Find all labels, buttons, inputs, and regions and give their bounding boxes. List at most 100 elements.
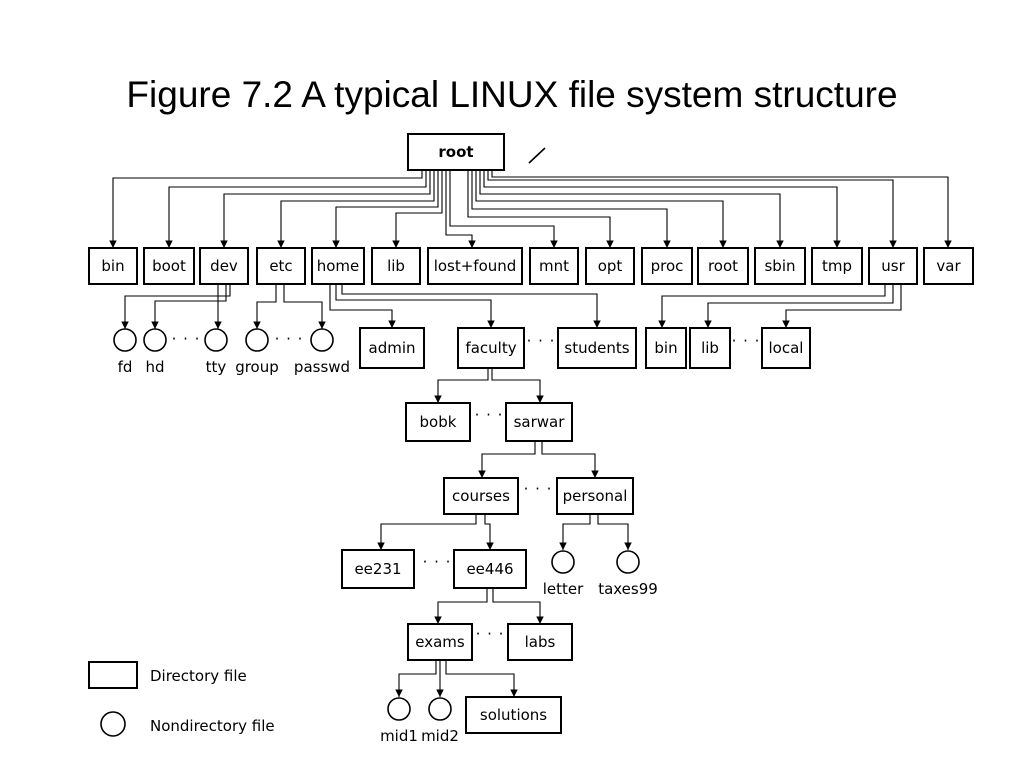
label-boot: boot: [152, 257, 186, 275]
edge-root-root2: [475, 170, 727, 248]
directory-box: [645, 327, 687, 369]
legend-directory-label: Directory file: [150, 667, 247, 685]
label-faculty: faculty: [465, 339, 516, 357]
ellipsis-2: · · ·: [527, 332, 556, 350]
label-hd: hd: [145, 358, 164, 376]
node-usr: usr: [868, 247, 918, 285]
node-passwd: passwd: [294, 328, 350, 376]
edge-root-dev: [220, 170, 431, 248]
directory-box: [359, 327, 425, 369]
node-sarwar: sarwar: [505, 402, 573, 442]
directory-box: [256, 247, 306, 285]
edge-usr-lib: [704, 284, 894, 328]
edge-root-sbin: [479, 170, 784, 248]
directory-box: [143, 247, 195, 285]
edge-dev-fd: [121, 284, 231, 329]
node-fd: fd: [113, 328, 137, 376]
node-opt: opt: [585, 247, 635, 285]
ellipsis-5: · · ·: [524, 480, 553, 498]
label-exams: exams: [415, 633, 465, 651]
node-bobk: bobk: [405, 402, 471, 442]
directory-box: [443, 477, 519, 515]
node-ee446: ee446: [453, 549, 527, 589]
edge-courses-ee231: [377, 514, 477, 550]
edge-root-home: [332, 170, 439, 248]
edge-root-opt: [467, 170, 614, 248]
node-lost_found: lost+found: [427, 247, 523, 285]
node-group: group: [235, 328, 279, 376]
label-mnt: mnt: [539, 257, 569, 275]
edge-etc-group: [253, 284, 277, 329]
edge-root-bin: [109, 170, 423, 248]
label-lost_found: lost+found: [434, 257, 517, 275]
ellipsis-4: · · ·: [475, 406, 504, 424]
node-mid2: mid2: [421, 697, 459, 745]
edge-sarwar-courses: [478, 441, 536, 478]
directory-box: [811, 247, 863, 285]
node-mid1: mid1: [380, 697, 418, 745]
file-circle: [245, 328, 269, 352]
label-mid2: mid2: [421, 727, 459, 745]
file-circle: [204, 328, 228, 352]
label-ee231: ee231: [354, 560, 401, 578]
node-lib: lib: [371, 247, 421, 285]
label-usr_lib: lib: [701, 339, 719, 357]
node-personal: personal: [556, 477, 634, 515]
ellipsis-1: · · ·: [275, 330, 304, 348]
label-lib: lib: [387, 257, 405, 275]
directory-box: [407, 623, 473, 661]
ellipsis-6: · · ·: [423, 553, 452, 571]
node-taxes99: taxes99: [598, 550, 658, 598]
edge-home-admin: [329, 284, 396, 328]
node-admin: admin: [359, 327, 425, 369]
directory-box: [427, 247, 523, 285]
node-letter: letter: [543, 550, 584, 598]
node-tmp: tmp: [811, 247, 863, 285]
tree-decor: · · ·· · ·· · ·· · ·· · ·· · ·· · ·· · ·…: [88, 147, 759, 737]
directory-box: [199, 247, 249, 285]
directory-box: [405, 402, 471, 442]
directory-box: [585, 247, 635, 285]
node-root2: root: [697, 247, 749, 285]
legend-directory-icon: [88, 661, 138, 689]
edge-dev-hd: [151, 284, 227, 329]
directory-box: [689, 327, 731, 369]
node-boot: boot: [143, 247, 195, 285]
label-tty: tty: [206, 358, 227, 376]
ellipsis-0: · · ·: [172, 330, 201, 348]
file-circle: [310, 328, 334, 352]
edge-home-students: [341, 284, 601, 328]
node-labs: labs: [507, 623, 573, 661]
node-root: root: [407, 133, 505, 171]
edge-usr-local: [782, 284, 902, 328]
edge-root-lost_found: [445, 170, 476, 248]
edge-root-etc: [277, 170, 435, 248]
label-mid1: mid1: [380, 727, 418, 745]
legend-nondirectory-label: Nondirectory file: [150, 717, 275, 735]
node-bin: bin: [88, 247, 138, 285]
label-etc: etc: [269, 257, 292, 275]
edge-courses-ee446: [484, 514, 494, 550]
node-proc: proc: [641, 247, 693, 285]
node-courses: courses: [443, 477, 519, 515]
node-dev: dev: [199, 247, 249, 285]
node-home: home: [311, 247, 365, 285]
directory-box: [868, 247, 918, 285]
node-hd: hd: [143, 328, 167, 376]
node-usr_lib: lib: [689, 327, 731, 369]
file-circle: [113, 328, 137, 352]
label-personal: personal: [563, 487, 628, 505]
edge-personal-taxes99: [597, 514, 632, 550]
directory-box: [407, 133, 505, 171]
edge-exams-mid1: [395, 660, 437, 697]
label-bin: bin: [101, 257, 124, 275]
label-fd: fd: [118, 358, 133, 376]
label-sbin: sbin: [764, 257, 795, 275]
edge-root-lib: [392, 170, 443, 248]
label-usr: usr: [881, 257, 905, 275]
ellipsis-7: · · ·: [476, 625, 505, 643]
edge-sarwar-personal: [541, 441, 599, 478]
node-tty: tty: [204, 328, 228, 376]
